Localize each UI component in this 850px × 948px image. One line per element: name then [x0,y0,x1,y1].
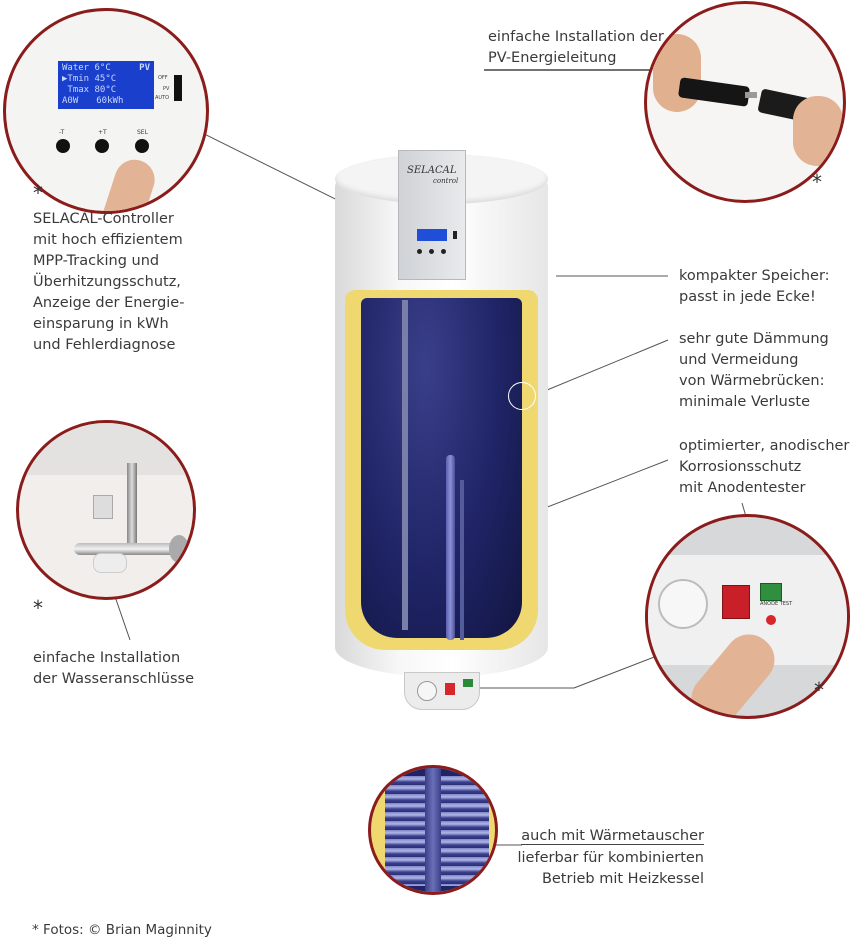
switch-auto-label: AUTO [155,95,170,101]
photo-credit-star: * [814,678,824,702]
red-power-switch[interactable] [722,585,750,619]
plus-t-button[interactable] [95,139,109,153]
thermostat-knob [658,579,708,629]
lcd-mode: PV [139,63,150,73]
lcd-line2: ▶Tmin 45°C [62,74,117,84]
sel-label: SEL [137,129,148,136]
exchanger-caption-line1: auch mit Wärmetauscher [508,826,704,847]
wall-flange [169,535,189,563]
brand-name: SELACAL [407,165,457,176]
anode-indicator [760,583,782,601]
lcd-display: Water 6°C PV ▶Tmin 45°C Tmax 80°C A0W 60kW… [58,61,154,109]
sel-button[interactable] [135,139,149,153]
connector-pin [745,92,757,98]
controller-photo: Water 6°C PV ▶Tmin 45°C Tmax 80°C A0W 60kW… [3,8,209,214]
anode-rod-2 [460,480,464,640]
inner-pipe [402,300,408,630]
compact-caption: kompakter Speicher: passt in jede Ecke! [679,268,830,305]
mode-switch[interactable] [174,75,182,101]
mini-button [441,249,446,254]
footnote: * Fotos: © Brian Maginnity [32,922,212,938]
minus-t-button[interactable] [56,139,70,153]
mini-button [429,249,434,254]
heat-exchanger-photo [368,765,498,895]
mini-button [417,249,422,254]
hose [93,553,127,573]
exchanger-caption-rest: lieferbar für kombinierten Betrieb mit H… [517,850,705,887]
photo-credit-star: * [812,170,822,194]
anode-tester-photo: ANODE TEST [645,514,850,719]
pv-caption-line2: PV-Energieleitung [488,50,617,66]
lcd-line4a: A0W [62,96,79,106]
pv-connector-photo [644,1,846,203]
exchanger-caption-line1-text: auch mit Wärmetauscher [521,828,704,845]
basin [19,423,193,475]
insulation-leader-line [534,339,669,396]
lcd-line4b: 60kWh [96,96,124,106]
minus-t-label: -T [59,129,65,136]
mini-lcd [417,229,447,241]
anode-rod [446,455,455,640]
plus-t-label: +T [98,129,107,136]
tank-inner [361,298,522,638]
pv-caption-line1: einfache Installation der [488,29,664,45]
pipe-vertical [127,463,137,543]
photo-credit-star: * [33,181,43,205]
valve-cap [93,495,113,519]
insulation-marker [508,382,536,410]
red-switch-mini [445,683,455,695]
water-caption: einfache Installation der Wasseranschlüs… [33,650,195,687]
anode-indicator-mini [463,679,473,687]
photo-credit-star: * [33,596,43,620]
switch-pv-label: PV [163,86,170,92]
thermostat-knob-mini [417,681,437,701]
exchanger-pipe [425,768,441,892]
bottom-control-panel [404,672,480,710]
anode-caption: optimierter, anodischer Korrosionsschutz… [679,438,850,496]
controller-box: SELACAL control [398,150,466,280]
controller-caption: SELACAL-Controller mit hoch effizientem … [33,211,185,353]
lcd-line3: Tmax 80°C [62,85,117,95]
brand-sub: control [433,177,459,185]
switch-off-label: OFF [158,75,168,81]
water-connection-photo [16,420,196,600]
anode-test-button[interactable] [766,615,776,625]
mini-switch [453,231,457,239]
insulation-caption: sehr gute Dämmung und Vermeidung von Wär… [679,331,829,410]
pipe-horizontal [74,543,184,555]
lcd-line1: Water 6°C [62,63,111,73]
anode-test-label: ANODE TEST [760,601,793,607]
hand-right [793,96,843,166]
